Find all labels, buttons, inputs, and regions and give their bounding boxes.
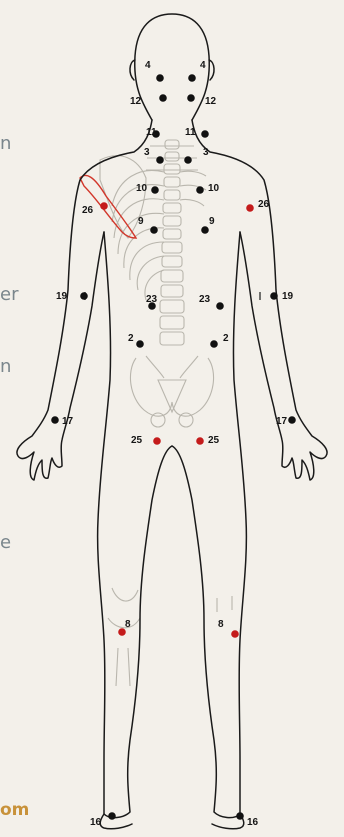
point-label: 4 — [200, 60, 206, 71]
point-label: 25 — [208, 435, 220, 446]
red-point-marker — [231, 630, 239, 638]
point-label: 8 — [218, 619, 224, 630]
point-label: 10 — [208, 183, 220, 194]
red-point-marker — [100, 202, 108, 210]
point-label: 16 — [247, 817, 259, 828]
red-point-marker — [196, 437, 204, 445]
side-text-fragment: er — [0, 284, 18, 305]
red-point-marker — [153, 437, 161, 445]
point-label: 12 — [130, 96, 142, 107]
point-label: 19 — [282, 291, 294, 302]
point-marker — [150, 226, 158, 234]
point-label: 3 — [203, 147, 209, 158]
pelvis — [130, 356, 213, 427]
point-label: 17 — [62, 416, 74, 427]
point-marker — [156, 156, 164, 164]
side-text-fragment: n — [0, 133, 11, 154]
point-marker — [156, 74, 164, 82]
point-marker — [196, 186, 204, 194]
knee-right-lines — [217, 596, 232, 612]
point-marker — [51, 416, 59, 424]
point-marker — [210, 340, 218, 348]
point-marker — [201, 130, 209, 138]
point-marker — [159, 94, 167, 102]
point-marker — [80, 292, 88, 300]
point-label: 9 — [138, 216, 144, 227]
red-point-marker — [246, 204, 254, 212]
point-label: 8 — [125, 619, 131, 630]
point-label: 3 — [144, 147, 150, 158]
point-label: 2 — [223, 333, 229, 344]
side-text-fragment: e — [0, 532, 11, 553]
point-marker — [136, 340, 144, 348]
point-label: 9 — [209, 216, 215, 227]
point-label: 16 — [90, 817, 102, 828]
point-marker — [151, 186, 159, 194]
knee-left — [108, 588, 140, 686]
point-label: 26 — [258, 199, 270, 210]
point-marker — [270, 292, 278, 300]
point-label: 26 — [82, 205, 94, 216]
point-label: 4 — [145, 60, 151, 71]
point-marker — [201, 226, 209, 234]
point-marker — [188, 74, 196, 82]
point-marker — [288, 416, 296, 424]
point-marker — [236, 812, 244, 820]
point-label: 17 — [276, 416, 288, 427]
point-label: 11 — [146, 127, 157, 138]
point-label: 10 — [136, 183, 148, 194]
elbow-ticks — [85, 292, 260, 300]
point-label: 23 — [199, 294, 211, 305]
point-marker — [108, 812, 116, 820]
point-marker — [187, 94, 195, 102]
point-label: 11 — [185, 127, 196, 138]
side-text-fragment: n — [0, 356, 11, 377]
point-label: 19 — [56, 291, 68, 302]
point-marker — [184, 156, 192, 164]
brand-fragment: om — [0, 800, 29, 820]
point-label: 23 — [146, 294, 158, 305]
point-label: 2 — [128, 333, 134, 344]
point-label: 25 — [131, 435, 143, 446]
point-label: 12 — [205, 96, 217, 107]
point-marker — [216, 302, 224, 310]
